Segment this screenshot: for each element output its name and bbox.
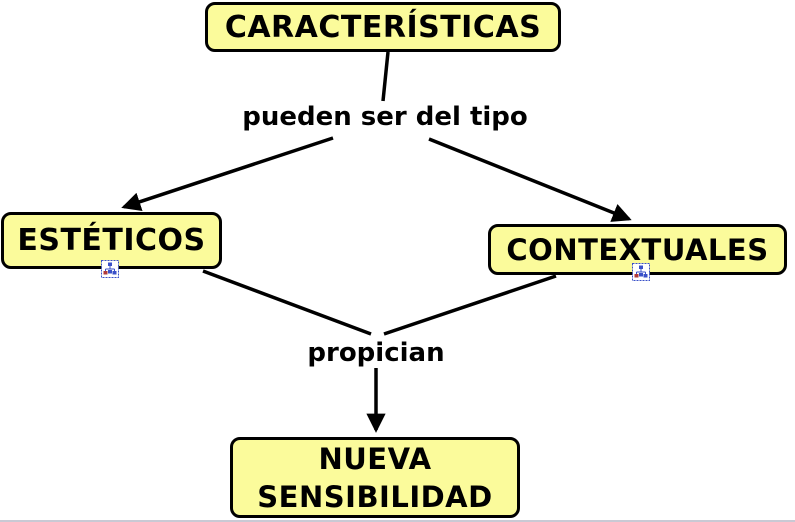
concept-label: CARACTERÍSTICAS: [224, 9, 542, 45]
concept-node-nueva-sensibilidad[interactable]: NUEVA SENSIBILIDAD: [230, 437, 520, 518]
linking-phrase-label: pueden ser del tipo: [242, 102, 528, 132]
concept-label: CONTEXTUALES: [506, 232, 769, 267]
linking-phrase-label: propician: [307, 337, 445, 368]
linked-cmap-icon[interactable]: [101, 260, 119, 278]
linked-cmap-icon[interactable]: [632, 263, 650, 281]
concept-node-contextuales[interactable]: CONTEXTUALES: [488, 224, 787, 275]
concept-label: ESTÉTICOS: [17, 223, 206, 258]
connector-pueden-to-contextuales: [428, 137, 632, 222]
connector-pueden-to-esteticos: [121, 136, 334, 212]
concept-label: NUEVA SENSIBILIDAD: [257, 441, 493, 514]
canvas-bottom-edge: [0, 520, 795, 522]
connector-esteticos-to-propician: [202, 269, 372, 336]
linking-phrase-propician[interactable]: propician: [300, 337, 452, 368]
connector-caracteristicas-to-pueden: [381, 51, 390, 102]
concept-node-caracteristicas[interactable]: CARACTERÍSTICAS: [205, 2, 561, 52]
linking-phrase-pueden-ser-del-tipo[interactable]: pueden ser del tipo: [230, 101, 540, 133]
connector-contextuales-to-propician: [383, 274, 557, 336]
